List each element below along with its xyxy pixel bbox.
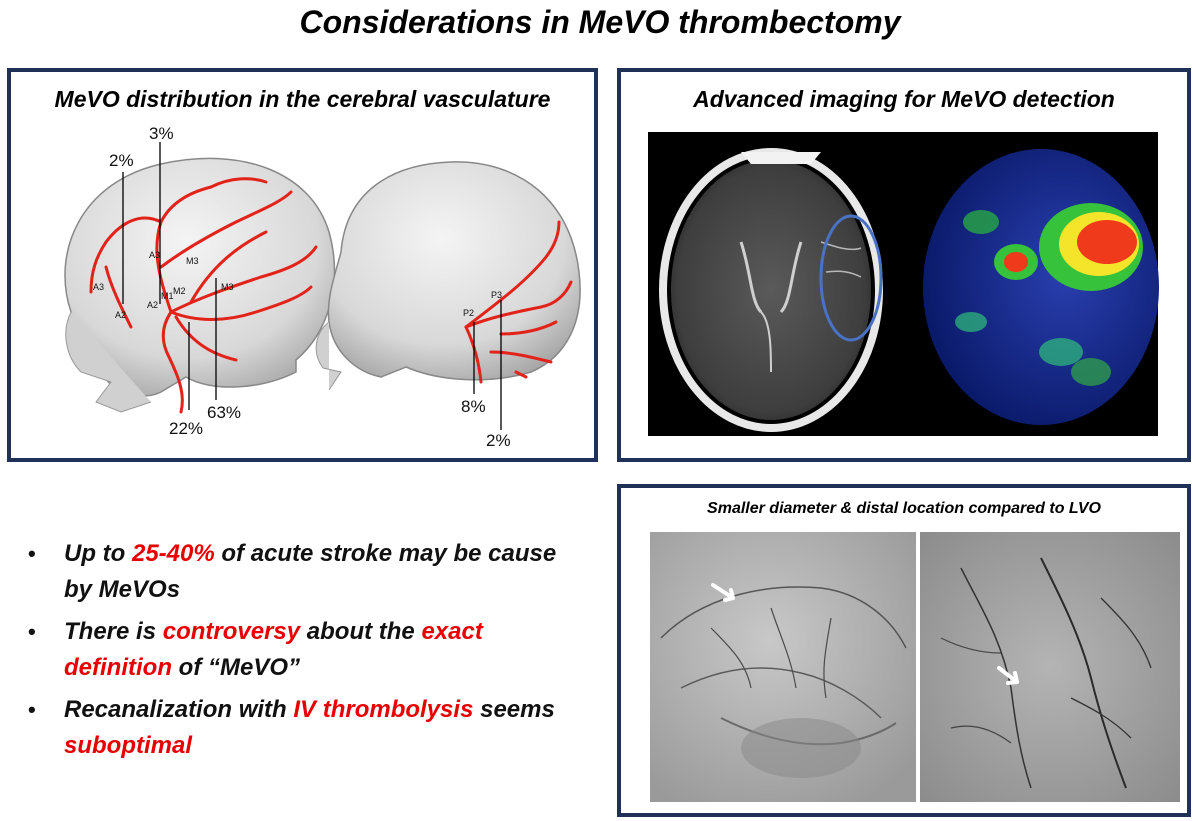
bullet-item: • Up to 25-40% of acute stroke may be ca…: [28, 536, 588, 608]
seg-p2: P2: [463, 308, 474, 318]
mevo-highlight-circle: [819, 214, 883, 342]
bullet-text: Recanalization with: [64, 696, 294, 723]
left-skull-illustration: 2% 3% 22% 63% A3 A3 A2 A2 M1 M2 M3 M3: [64, 124, 336, 438]
pct-p2-label: 8%: [461, 397, 486, 416]
pct-m3-label: 63%: [207, 403, 241, 422]
bullet-dot: •: [28, 697, 36, 722]
pct-p3-label: 2%: [486, 431, 511, 450]
angiogram-magnified: [920, 532, 1180, 802]
seg-m3-right: M3: [221, 282, 234, 292]
perfusion-map-image: [923, 149, 1159, 425]
arrow-icon: [711, 583, 735, 602]
bullet-highlight: exact definition: [64, 618, 483, 681]
arrow-icon: [997, 666, 1019, 685]
bullet-text: Up to: [64, 540, 132, 567]
bullet-text: of “MeVO”: [171, 654, 300, 681]
bullet-item: • There is controversy about the exact d…: [28, 614, 588, 686]
seg-m3-top: M3: [186, 256, 199, 266]
bullet-item: • Recanalization with IV thrombolysis se…: [28, 692, 588, 764]
angiography-panel: Smaller diameter & distal location compa…: [617, 484, 1191, 817]
bullet-highlight: suboptimal: [64, 732, 193, 759]
seg-a3-left: A3: [93, 282, 104, 292]
seg-a2-mid: A2: [147, 300, 158, 310]
bullet-highlight: controversy: [162, 618, 301, 645]
bullet-text: of acute stroke may be cause by MeVOs: [64, 540, 557, 603]
seg-a3-top: A3: [149, 250, 160, 260]
key-points-list: • Up to 25-40% of acute stroke may be ca…: [28, 536, 588, 770]
seg-m2: M2: [173, 286, 186, 296]
page-title: Considerations in MeVO thrombectomy: [299, 4, 901, 40]
distribution-panel: MeVO distribution in the cerebral vascul…: [7, 68, 598, 462]
bullet-highlight: 25-40%: [131, 540, 215, 567]
imaging-panel: Advanced imaging for MeVO detection: [617, 68, 1191, 462]
right-skull-vessels: [464, 220, 573, 384]
bullet-text: There is: [64, 618, 163, 645]
bullet-dot: •: [28, 619, 36, 644]
bullet-dot: •: [28, 541, 36, 566]
pct-m2-label: 22%: [169, 419, 203, 438]
angiogram-lateral: [650, 532, 916, 802]
seg-a2-left: A2: [115, 310, 126, 320]
bullet-text: about the: [300, 618, 422, 645]
pct-a2-label: 2%: [109, 151, 134, 170]
seg-m1: M1: [161, 291, 174, 301]
bullet-highlight: IV thrombolysis: [293, 696, 474, 723]
distribution-panel-title: MeVO distribution in the cerebral vascul…: [54, 86, 551, 112]
ct-angiography-image: [659, 148, 883, 432]
imaging-scans: [648, 132, 1159, 436]
pct-a3-label: 3%: [149, 124, 174, 143]
angiography-images: [650, 532, 1180, 802]
bullet-text: seems: [473, 696, 555, 723]
right-skull-illustration: 8% 2% P2 P3: [315, 161, 581, 450]
left-skull-vessels: [89, 177, 318, 414]
imaging-panel-title: Advanced imaging for MeVO detection: [693, 86, 1115, 112]
seg-p3: P3: [491, 290, 502, 300]
skull-illustrations: 2% 3% 22% 63% A3 A3 A2 A2 M1 M2 M3 M3: [64, 124, 581, 450]
angiography-panel-title: Smaller diameter & distal location compa…: [707, 500, 1101, 517]
